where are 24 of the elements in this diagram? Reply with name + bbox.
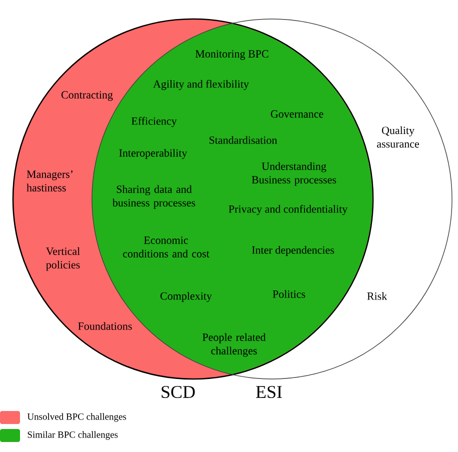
region-label: Foundations: [78, 322, 132, 330]
region-label: Standardisation: [210, 136, 278, 144]
region-label: Understanding Business processes: [252, 162, 336, 186]
region-label: Complexity: [160, 292, 212, 302]
region-label: Interoperability: [119, 149, 188, 159]
region-label: Vertical policies: [46, 247, 80, 271]
set-label: SCD: [162, 386, 195, 398]
region-label: Managers’ hastiness: [26, 170, 72, 192]
region-label: Privacy and confidentiality: [228, 204, 348, 216]
region-label: Economic conditions and cost: [123, 236, 210, 258]
legend-label: Unsolved BPC challenges: [27, 413, 126, 422]
region-label: Governance: [270, 110, 324, 118]
region-label: Politics: [272, 290, 306, 298]
region-label: Sharing data and business processes: [112, 185, 196, 209]
region-label: Efficiency: [132, 116, 177, 128]
region-label: Monitoring BPC: [196, 50, 268, 60]
set-label: ESI: [256, 386, 282, 398]
region-label: Quality assurance: [377, 126, 419, 148]
region-label: Contracting: [62, 91, 113, 101]
region-label: People related challenges: [202, 333, 266, 357]
legend-label: Similar BPC challenges: [28, 431, 118, 440]
region-label: Agility and flexibility: [153, 80, 249, 90]
region-label: Risk: [367, 292, 388, 300]
region-label: Inter dependencies: [252, 246, 334, 256]
